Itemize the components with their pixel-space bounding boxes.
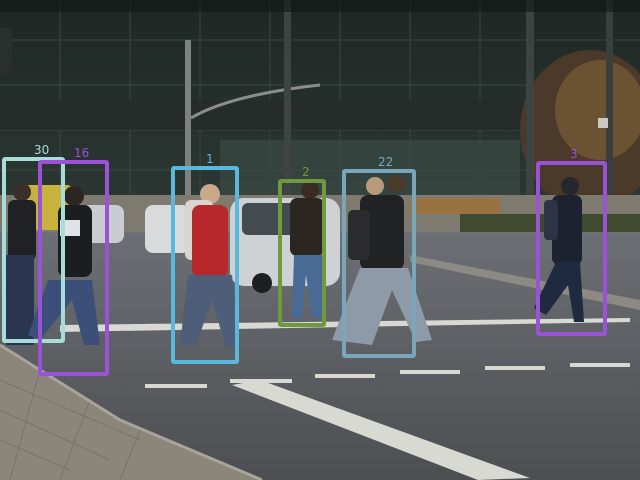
detection-box-22	[342, 169, 416, 358]
detection-label-16: 16	[74, 146, 90, 160]
detection-label-3: 3	[570, 147, 578, 161]
detection-box-16	[38, 160, 109, 376]
detection-label-22: 22	[378, 155, 394, 169]
detection-label-1: 1	[206, 152, 214, 166]
detection-box-30	[2, 157, 65, 343]
detection-box-1	[171, 166, 239, 364]
detection-box-2	[278, 179, 326, 327]
detection-label-2: 2	[302, 165, 310, 179]
detection-label-30: 30	[34, 143, 50, 157]
detection-box-3	[536, 161, 607, 336]
